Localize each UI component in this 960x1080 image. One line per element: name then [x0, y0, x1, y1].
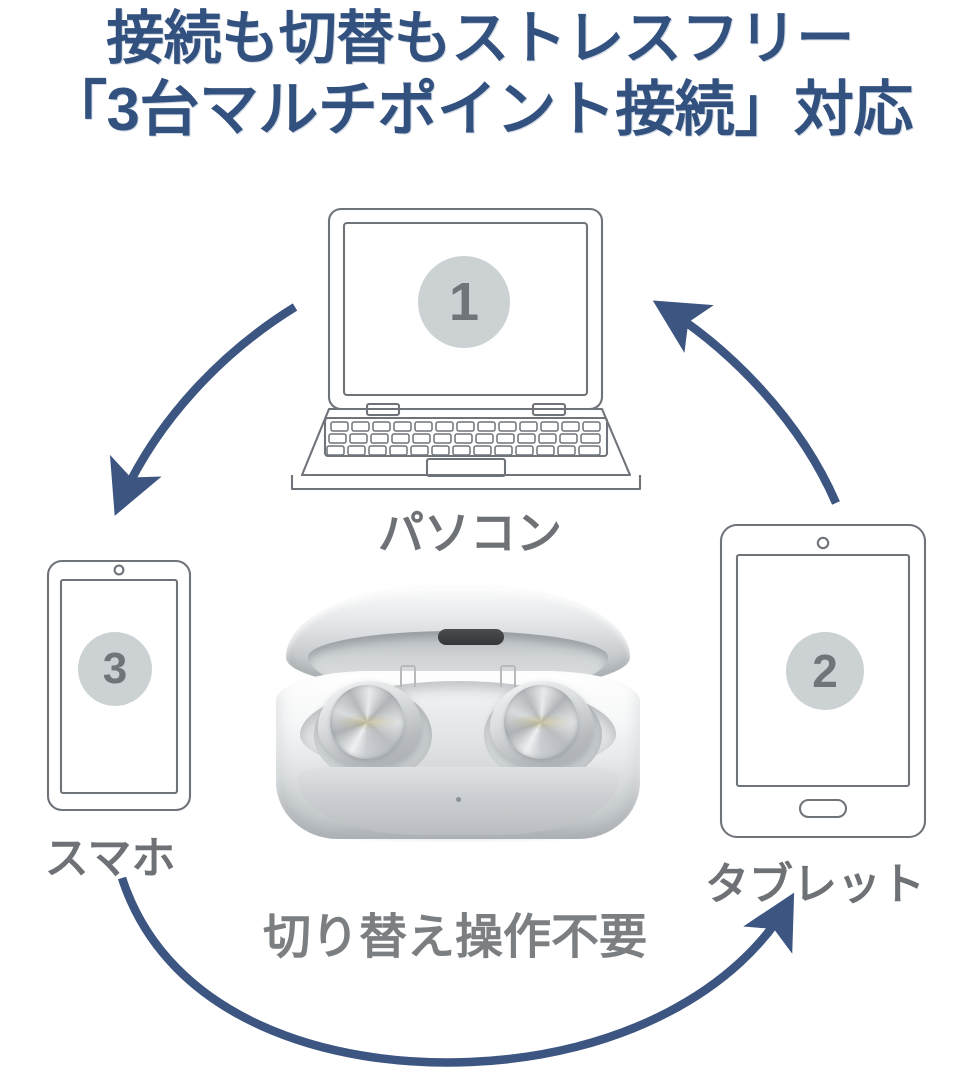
badge-tablet: 2 [786, 632, 864, 710]
laptop-icon [290, 207, 642, 491]
charging-pin-left [400, 665, 416, 687]
case-led-indicator [456, 797, 461, 802]
earbuds-product-image [268, 585, 648, 853]
device-label-tablet: タブレット [705, 860, 925, 909]
arrow-pc-to-phone [109, 303, 298, 516]
headline-line-1: 接続も切替もストレスフリー [106, 6, 854, 71]
arrow-phone-to-tablet [117, 876, 795, 1067]
device-label-pc: パソコン [378, 507, 562, 559]
earbud-face-left [330, 685, 404, 759]
tablet-icon [719, 523, 927, 839]
case-lid-notch [438, 629, 504, 645]
device-label-phone: スマホ [44, 834, 176, 883]
headline-line-2: 「3台マルチポイント接続」対応 [47, 76, 913, 143]
headline: 接続も切替もストレスフリー 「3台マルチポイント接続」対応 [0, 0, 960, 148]
arrow-tablet-to-pc [652, 300, 840, 505]
badge-pc: 1 [418, 256, 510, 348]
smartphone-icon [46, 559, 192, 812]
earbud-face-right [504, 685, 578, 759]
charging-pin-right [500, 665, 516, 687]
badge-phone: 3 [78, 632, 152, 706]
switch-caption: 切り替え操作不要 [262, 911, 647, 964]
